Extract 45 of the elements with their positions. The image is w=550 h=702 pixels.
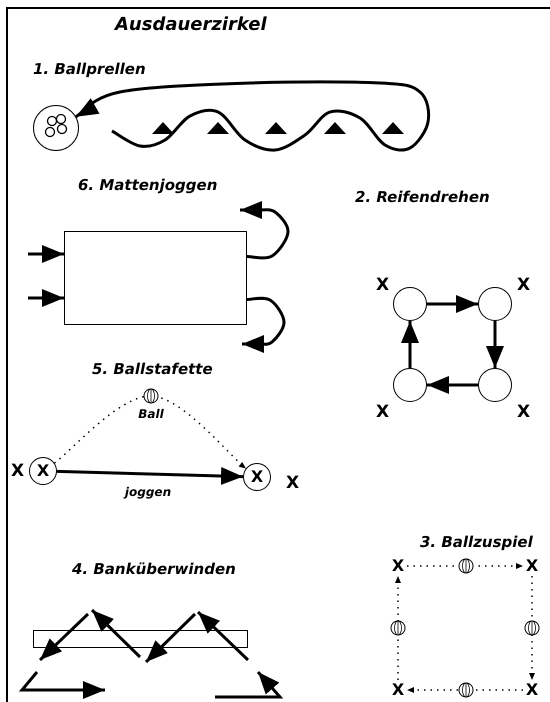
hoop [478,368,512,402]
player-letter: X [286,473,300,493]
hoop [478,287,512,321]
player-circle [243,463,271,491]
player-letter: X [376,402,390,422]
station-heading: 5. Ballstafette [92,360,213,378]
edge-label: joggen [122,485,174,499]
arrow [427,295,478,313]
station-heading: 6. Mattenjoggen [78,176,218,194]
player-letter: X [250,468,264,486]
player-letter: X [392,681,404,699]
player-letter: X [517,275,530,295]
player-letter: X [36,462,50,480]
arrow [75,80,430,152]
player-letter: X [517,402,530,422]
hoop [393,287,427,321]
dotted-arrow [54,395,246,470]
bench [33,630,248,648]
dotted-arrow [395,576,401,680]
arrow [56,467,244,485]
station-heading: 3. Ballzuspiel [420,533,533,551]
station-heading: 1. Ballprellen [33,60,146,78]
dotted-arrow [407,687,523,693]
player-letter: X [392,557,404,575]
arrow [28,245,64,263]
dotted-arrow [529,576,535,680]
arrow [240,200,290,260]
title: Ausdauerzirkel [115,14,267,35]
player-circle [29,457,57,485]
player-letter: X [11,461,24,481]
arrow [242,296,286,354]
dotted-arrow [407,563,523,569]
arrow [28,289,64,307]
arrow [486,321,504,368]
station-heading: 4. Banküberwinden [72,560,236,578]
player-letter: X [526,681,538,699]
hoop [393,368,427,402]
ball-crate [33,105,79,151]
arrow [427,376,478,394]
arrow [401,321,419,368]
station-heading: 2. Reifendrehen [355,188,490,206]
edge-label: Ball [136,407,166,421]
player-letter: X [376,275,390,295]
mat [64,231,247,325]
player-letter: X [526,557,538,575]
